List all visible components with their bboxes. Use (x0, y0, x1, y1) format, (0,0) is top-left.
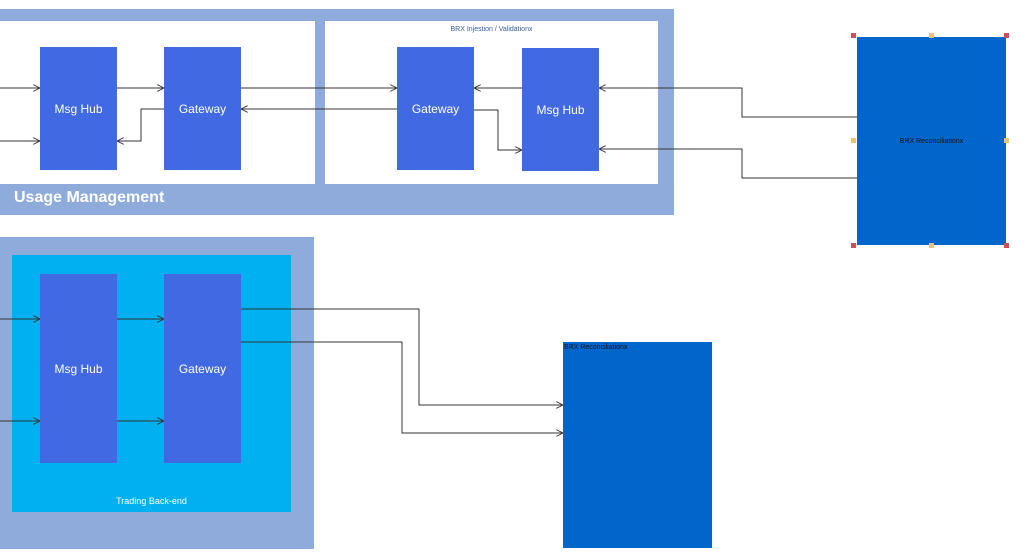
injection-gateway-block[interactable]: Gateway (397, 47, 474, 170)
reconciliation-top-label: BRX Reconciliationx (899, 137, 964, 145)
usage-management-title: Usage Management (14, 189, 165, 206)
usage-gateway-block[interactable]: Gateway (164, 47, 241, 170)
reconciliation-bottom-block[interactable]: BRX Reconciliationx (563, 342, 712, 548)
usage-msg-hub-block[interactable]: Msg Hub (40, 47, 117, 170)
connector-recon-to-inj-hub-top (599, 88, 857, 118)
reconciliation-bottom-label: BRX Reconciliationx (564, 344, 628, 351)
connector-inj-gateway-to-hub (474, 109, 522, 150)
injection-msg-hub-block[interactable]: Msg Hub (522, 48, 599, 171)
selection-handle-e[interactable] (1004, 138, 1009, 143)
selection-handle-s[interactable] (929, 243, 934, 248)
selection-handle-se[interactable] (1004, 243, 1009, 248)
reconciliation-top-block[interactable]: BRX Reconciliationx (857, 37, 1006, 245)
selection-handle-ne[interactable] (1004, 33, 1009, 38)
trading-backend-title: Trading Back-end (116, 496, 187, 506)
selection-handle-sw[interactable] (851, 243, 856, 248)
selection-handle-n[interactable] (929, 33, 934, 38)
connector-gateway-to-hub (117, 108, 164, 141)
trading-gateway-block[interactable]: Gateway (164, 274, 241, 463)
selection-handle-nw[interactable] (851, 33, 856, 38)
injection-validation-title: BRX Injestion / Validationx (450, 26, 533, 33)
connector-recon-to-inj-hub-bottom (599, 149, 857, 179)
selection-handle-w[interactable] (851, 138, 856, 143)
connector-trading-to-recon-bottom (241, 341, 563, 433)
connector-trading-to-recon-top (241, 308, 563, 405)
trading-msg-hub-block[interactable]: Msg Hub (40, 274, 117, 463)
injection-validation-container[interactable] (325, 21, 658, 184)
